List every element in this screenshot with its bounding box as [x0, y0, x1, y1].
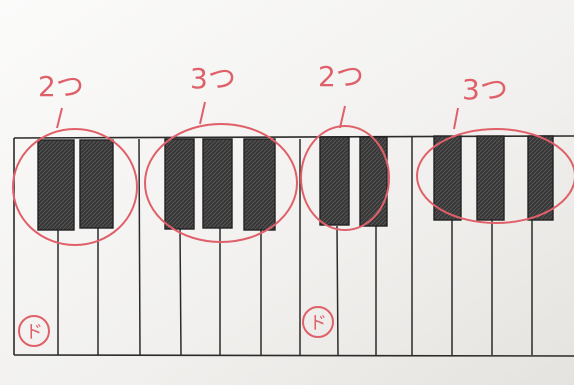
group-label: 2つ [38, 70, 84, 103]
black-key [203, 139, 232, 228]
black-key [477, 136, 504, 220]
black-key [80, 140, 113, 228]
do-mark: ド [25, 322, 43, 343]
group-label: 3つ [462, 73, 508, 106]
group-label: 3つ [190, 62, 236, 95]
black-key [528, 136, 553, 220]
black-key [165, 139, 194, 229]
black-key [320, 137, 349, 225]
black-key [38, 140, 74, 230]
black-key [244, 139, 275, 230]
group-label: 2つ [318, 60, 364, 93]
do-mark: ド [309, 313, 327, 334]
